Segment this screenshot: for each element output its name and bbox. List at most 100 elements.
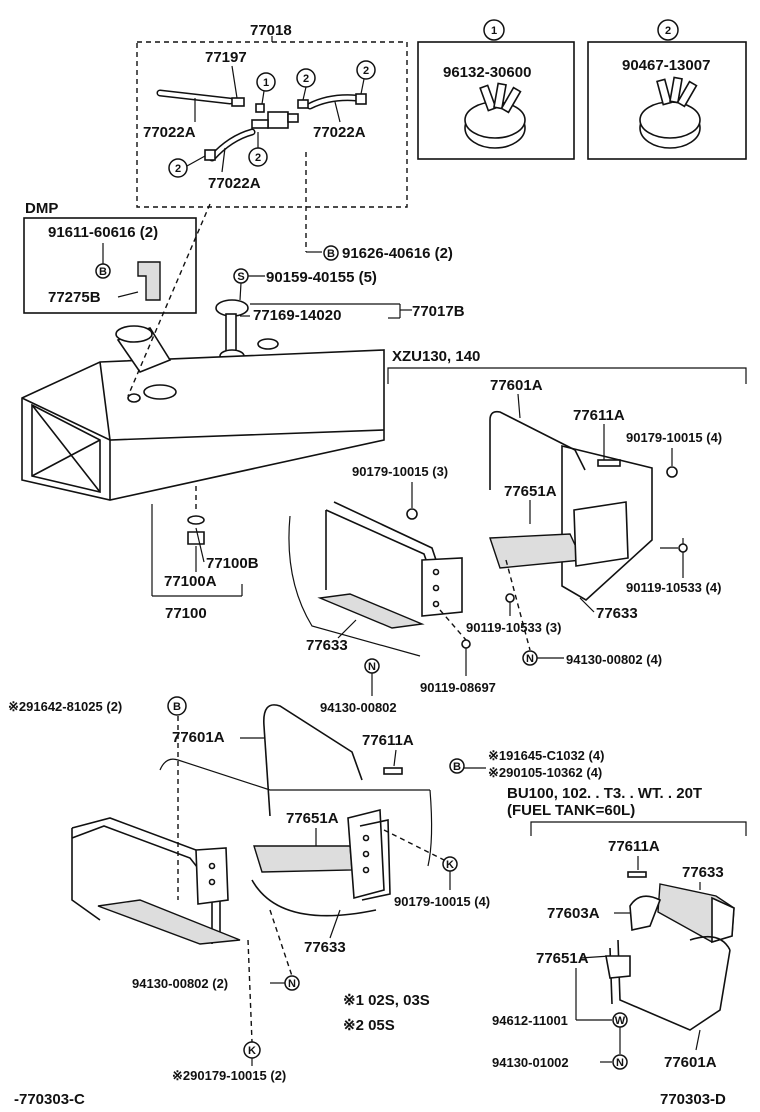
label-90467-13007: 90467-13007 — [622, 57, 710, 74]
n-badge: N — [612, 1054, 628, 1070]
w-badge: W — [612, 1012, 628, 1028]
svg-text:N: N — [288, 978, 296, 990]
code-770303-d: 770303-D — [660, 1091, 726, 1108]
n-badge: N — [364, 658, 380, 674]
label-bu-77611a: 77611A — [608, 838, 660, 855]
label-m-77611a: 77611A — [362, 732, 414, 749]
svg-text:K: K — [248, 1045, 256, 1057]
label-77169-14020: 77169-14020 — [253, 307, 341, 324]
clamp-2-badge: 2 — [248, 147, 268, 167]
drain-plug-icon — [187, 531, 205, 545]
tank-band-icon — [609, 935, 731, 1031]
hose-clamp-icon — [464, 82, 526, 149]
label-m-77633: 77633 — [304, 939, 346, 956]
n-badge: N — [284, 975, 300, 991]
label-77022a-right: 77022A — [313, 124, 366, 141]
svg-text:N: N — [368, 661, 376, 673]
label-r-77651a: 77651A — [504, 483, 557, 500]
label-96132-30600: 96132-30600 — [443, 64, 531, 81]
clamp-1-box: 1 96132-30600 — [417, 19, 575, 160]
svg-text:1: 1 — [263, 77, 269, 89]
svg-text:2: 2 — [363, 65, 369, 77]
tank-band-icon — [263, 704, 363, 817]
fuel-gauge-sender-icon — [215, 299, 249, 363]
label-bu-77601a: 77601A — [664, 1054, 717, 1071]
bracket-icon — [253, 808, 391, 901]
label-m-290179-10015: ※290179-10015 (2) — [172, 1068, 286, 1083]
label-77275b: 77275B — [48, 289, 101, 306]
label-r-77601a: 77601A — [490, 377, 543, 394]
label-m-77651a: 77651A — [286, 810, 339, 827]
label-bu-77633: 77633 — [682, 864, 724, 881]
label-note1: ※1 02S, 03S — [343, 992, 430, 1009]
label-77022a-bottom: 77022A — [208, 175, 261, 192]
label-r-94130-00802-4: 94130-00802 (4) — [566, 652, 662, 667]
pin-icon — [383, 767, 403, 775]
svg-text:B: B — [327, 248, 335, 260]
clamp-2-badge: 2 — [168, 158, 188, 178]
nut-icon — [406, 508, 418, 520]
label-bu-title: BU100, 102. . T3. . WT. . 20T — [507, 785, 702, 802]
clamp-1-badge: 1 — [256, 72, 276, 92]
bracket-icon — [195, 847, 229, 905]
label-note2: ※2 05S — [343, 1017, 395, 1034]
label-77100a: 77100A — [164, 573, 217, 590]
tank-protector-icon — [489, 444, 653, 601]
label-91611-60616: 91611-60616 (2) — [48, 224, 158, 241]
svg-text:K: K — [446, 859, 454, 871]
label-m-290105-10362: ※290105-10362 (4) — [488, 765, 602, 780]
svg-text:2: 2 — [175, 163, 181, 175]
pin-icon — [627, 871, 647, 878]
label-m-90179-10015-4: 90179-10015 (4) — [394, 894, 490, 909]
pin-icon — [597, 459, 621, 467]
s-badge: S — [233, 268, 249, 284]
label-m-77601a: 77601A — [172, 729, 225, 746]
svg-text:N: N — [526, 653, 534, 665]
bracket-icon — [421, 557, 463, 617]
label-m-94130-00802-2: 94130-00802 (2) — [132, 976, 228, 991]
bracket-icon — [629, 895, 662, 931]
label-r-77633-b: 77633 — [306, 637, 348, 654]
fitting-icon — [267, 111, 289, 129]
svg-text:1: 1 — [491, 25, 497, 37]
k-badge: K — [442, 856, 458, 872]
label-m-191645-c1032: ※191645-C1032 (4) — [488, 748, 604, 763]
bolt-icon — [505, 593, 515, 603]
label-dmp: DMP — [25, 200, 58, 217]
clamp-2-badge: 2 — [296, 68, 316, 88]
n-badge: N — [522, 650, 538, 666]
hose-clamp-icon — [639, 76, 701, 149]
code-770303-c: -770303-C — [14, 1091, 85, 1108]
label-bu-94612-11001: 94612-11001 — [492, 1013, 568, 1028]
label-xzu130-140: XZU130, 140 — [392, 348, 480, 365]
svg-text:B: B — [453, 761, 461, 773]
tank-protector-icon — [97, 899, 241, 945]
label-bu-77651a: 77651A — [536, 950, 589, 967]
label-r-94130-00802: 94130-00802 — [320, 700, 397, 715]
label-r-90119-10533-4: 90119-10533 (4) — [626, 580, 721, 595]
nut-icon — [666, 466, 678, 478]
gasket-icon — [187, 515, 205, 525]
hose-group-77018: 77018 77197 77022A 77022A 77022A 1 2 2 2 — [136, 22, 408, 208]
tank-protector-icon — [317, 593, 425, 629]
bolt-icon — [461, 639, 471, 649]
label-77100b: 77100B — [206, 555, 259, 572]
label-m-291642-81025: ※291642-81025 (2) — [8, 699, 122, 714]
b-badge: B — [95, 263, 111, 279]
label-r-90119-10533-3: 90119-10533 (3) — [466, 620, 561, 635]
label-r-90119-08697: 90119-08697 — [420, 680, 496, 695]
svg-text:B: B — [99, 266, 107, 278]
label-r-90179-10015-3: 90179-10015 (3) — [352, 464, 448, 479]
label-90159-40155: 90159-40155 (5) — [266, 269, 377, 286]
clamp-2-badge: 2 — [356, 60, 376, 80]
label-77100: 77100 — [165, 605, 207, 622]
svg-text:2: 2 — [255, 152, 261, 164]
label-bu-sub: (FUEL TANK=60L) — [507, 802, 635, 819]
label-77197: 77197 — [205, 49, 247, 66]
clamp-2-box: 2 90467-13007 — [587, 19, 747, 160]
fuel-tank-icon — [21, 325, 385, 501]
svg-text:B: B — [173, 701, 181, 713]
svg-text:S: S — [237, 271, 244, 283]
tank-band-icon — [489, 410, 586, 490]
